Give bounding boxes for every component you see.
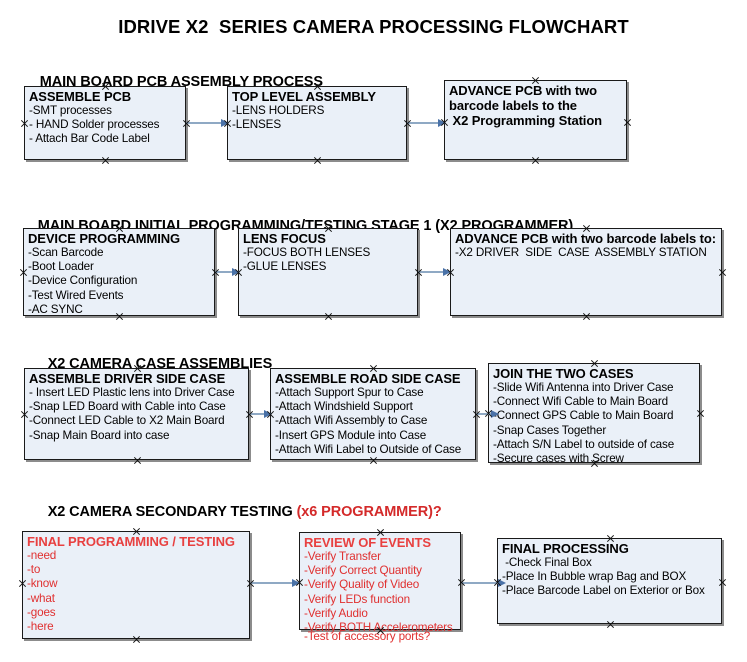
node-line: -know <box>27 577 58 591</box>
node-title: ASSEMBLE DRIVER SIDE CASE <box>29 371 226 386</box>
node-title-line2: barcode labels to the <box>449 98 577 113</box>
arrow-head-icon <box>498 578 506 587</box>
node-line: -Verify BOTH Accelerometers <box>304 621 453 635</box>
node-line: -Snap LED Board with Cable into Case <box>29 400 226 414</box>
node-line: -Place Barcode Label on Exterior or Box <box>502 584 705 598</box>
node-line: -need <box>27 549 57 562</box>
arrow-head-icon <box>264 409 272 418</box>
node-title: LENS FOCUS <box>243 231 326 246</box>
node-title: DEVICE PROGRAMMING <box>28 231 181 246</box>
node-line: -Test Wired Events <box>28 288 124 302</box>
node-line: -Secure cases with Screw <box>493 452 624 466</box>
connector-review-of-events-to-final-processing[interactable] <box>461 578 506 587</box>
node-line: -here <box>27 620 54 634</box>
node-advance-pcb-to-x2-programming-station[interactable]: ADVANCE PCB with two barcode labels to t… <box>444 80 627 160</box>
node-line: -LENSES <box>232 118 281 132</box>
node-line: -Connect Wifi Cable to Main Board <box>493 395 668 409</box>
connector-assemble-pcb-to-top-level-assembly[interactable] <box>186 118 229 127</box>
node-line: -Attach Wifi Assembly to Case <box>275 414 428 428</box>
arrow-head-icon <box>491 409 499 418</box>
connector-device-programming-to-lens-focus[interactable] <box>215 267 240 276</box>
node-line: - HAND Solder processes <box>29 118 160 132</box>
node-line: -what <box>27 591 55 605</box>
node-line: - Attach Bar Code Label <box>29 132 150 146</box>
node-lens-focus[interactable]: LENS FOCUS -FOCUS BOTH LENSES -GLUE LENS… <box>238 228 418 316</box>
node-line: -Connect GPS Cable to Main Board <box>493 409 674 423</box>
node-title: ASSEMBLE PCB <box>29 89 132 104</box>
node-line: -to <box>27 563 41 577</box>
node-line: -Snap Main Board into case <box>29 428 170 442</box>
node-line: - Insert LED Plastic lens into Driver Ca… <box>29 386 235 399</box>
node-line-overflow: -Test of accessory ports? <box>304 629 431 643</box>
node-line: -Snap Cases Together <box>493 423 607 437</box>
node-title: REVIEW OF EVENTS <box>304 535 431 550</box>
node-line: -Attach Wifi Label to Outside of Case <box>275 442 462 456</box>
node-line: -LENS HOLDERS <box>232 104 325 117</box>
node-line: -Attach Windshield Support <box>275 400 413 414</box>
node-line: -Verify Transfer <box>304 550 381 563</box>
node-line: -goes <box>27 605 56 619</box>
node-assemble-driver-side-case[interactable]: ASSEMBLE DRIVER SIDE CASE - Insert LED P… <box>24 368 249 460</box>
node-review-of-events[interactable]: REVIEW OF EVENTS -Verify Transfer -Verif… <box>299 532 461 643</box>
node-title: ADVANCE PCB with two <box>449 83 597 98</box>
node-line: -GLUE LENSES <box>243 260 327 274</box>
node-title: JOIN THE TWO CASES <box>493 366 634 381</box>
node-line: -X2 DRIVER SIDE CASE ASSEMBLY STATION <box>455 246 707 259</box>
node-title-line3: X2 Programming Station <box>449 113 603 128</box>
node-title: ASSEMBLE ROAD SIDE CASE <box>275 371 461 386</box>
section-heading-red-text: (x6 PROGRAMMER)? <box>296 504 442 520</box>
connector-final-programming-to-review-of-events[interactable] <box>250 578 300 587</box>
node-title: ADVANCE PCB with two barcode labels to: <box>455 231 716 246</box>
node-line: -Verify LEDs function <box>304 592 410 606</box>
node-line: -Slide Wifi Antenna into Driver Case <box>493 381 674 394</box>
node-line: -Insert GPS Module into Case <box>275 428 427 442</box>
page-title: IDRIVE X2 SERIES CAMERA PROCESSING FLOWC… <box>118 16 629 37</box>
node-top-level-assembly[interactable]: TOP LEVEL ASSEMBLY -LENS HOLDERS -LENSES <box>227 86 407 160</box>
arrow-head-icon <box>443 267 451 276</box>
node-line: -AC SYNC <box>28 302 83 316</box>
node-final-processing[interactable]: FINAL PROCESSING -Check Final Box -Place… <box>497 538 722 624</box>
node-line: -Attach S/N Label to outside of case <box>493 437 675 451</box>
node-title: FINAL PROGRAMMING / TESTING <box>27 534 235 549</box>
arrow-head-icon <box>438 118 446 127</box>
node-line: -Verify Audio <box>304 606 368 620</box>
arrow-head-icon <box>221 118 229 127</box>
node-device-programming[interactable]: DEVICE PROGRAMMING -Scan Barcode -Boot L… <box>23 228 215 316</box>
node-line: -Attach Support Spur to Case <box>275 386 424 399</box>
section-heading-text: X2 CAMERA SECONDARY TESTING <box>47 504 297 520</box>
connector-driver-case-to-road-case[interactable] <box>249 409 272 418</box>
node-line: -Scan Barcode <box>28 246 104 259</box>
arrow-head-icon <box>232 267 240 276</box>
node-title: FINAL PROCESSING <box>502 541 629 556</box>
node-final-programming-testing[interactable]: FINAL PROGRAMMING / TESTING -need -to -k… <box>22 531 250 639</box>
node-line: -Place In Bubble wrap Bag and BOX <box>502 570 687 584</box>
node-line: -FOCUS BOTH LENSES <box>243 246 371 259</box>
node-line: -Verify Quality of Video <box>304 578 420 592</box>
node-join-the-two-cases[interactable]: JOIN THE TWO CASES -Slide Wifi Antenna i… <box>488 363 700 466</box>
section-heading-x2-camera-secondary-testing: X2 CAMERA SECONDARY TESTING (x6 PROGRAMM… <box>32 488 442 536</box>
connector-lens-focus-to-advance-pcb[interactable] <box>418 267 451 276</box>
node-line: -Check Final Box <box>502 556 592 569</box>
node-line: -Device Configuration <box>28 274 138 288</box>
node-line: -Boot Loader <box>28 260 94 274</box>
node-line: -SMT processes <box>29 104 112 117</box>
node-line: -Verify Correct Quantity <box>304 564 422 578</box>
node-assemble-road-side-case[interactable]: ASSEMBLE ROAD SIDE CASE -Attach Support … <box>270 368 476 460</box>
node-assemble-pcb[interactable]: ASSEMBLE PCB -SMT processes - HAND Solde… <box>24 86 186 160</box>
arrow-head-icon <box>292 578 300 587</box>
node-line: -Connect LED Cable to X2 Main Board <box>29 414 225 428</box>
connector-top-level-assembly-to-advance-pcb[interactable] <box>407 118 446 127</box>
node-title: TOP LEVEL ASSEMBLY <box>232 89 376 104</box>
node-advance-pcb-to-driver-side-case-assembly[interactable]: ADVANCE PCB with two barcode labels to: … <box>450 228 722 316</box>
connector-road-case-to-join-cases[interactable] <box>476 409 499 418</box>
